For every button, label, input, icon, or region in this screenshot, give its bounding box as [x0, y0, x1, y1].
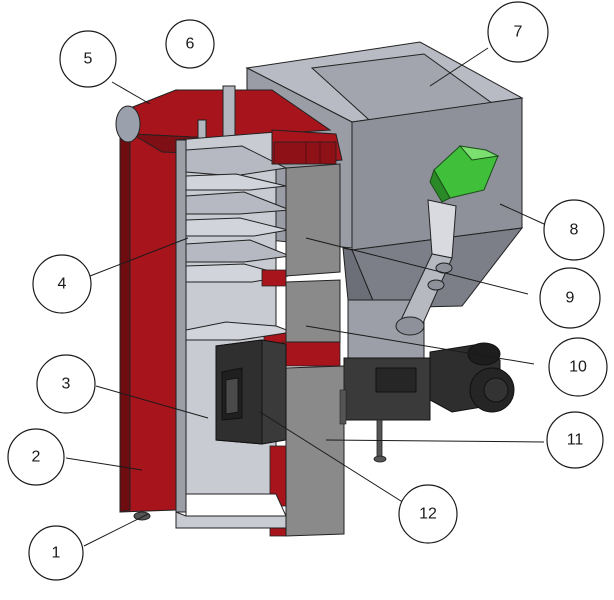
callout-circle	[539, 267, 601, 329]
callout-number: 9	[566, 290, 575, 307]
callout-number: 6	[186, 36, 195, 53]
base-foot	[133, 511, 151, 521]
leader-lines	[65, 47, 545, 547]
callout-number: 12	[419, 506, 437, 523]
callout-12: 12	[398, 484, 458, 544]
callout-10: 10	[548, 337, 608, 397]
callout-circle	[548, 337, 608, 397]
callout-1: 1	[28, 525, 84, 581]
callout-6: 6	[165, 19, 215, 69]
callout-11: 11	[546, 411, 604, 469]
upper-door	[285, 163, 341, 277]
callout-number: 2	[32, 449, 41, 466]
callout-number: 8	[570, 222, 579, 239]
callout-number: 10	[569, 359, 587, 376]
heat-exchanger-baffles	[185, 145, 292, 283]
pellet-feeder	[395, 145, 500, 336]
callout-number: 5	[84, 51, 93, 68]
callout-circle	[32, 254, 92, 314]
callout-circle	[7, 428, 65, 486]
callout-circle	[28, 525, 84, 581]
callout-number: 3	[62, 376, 71, 393]
callout-3: 3	[36, 354, 96, 414]
callout-7: 7	[487, 1, 549, 63]
callout-8: 8	[543, 199, 605, 261]
callout-number: 1	[52, 545, 61, 562]
callout-circle	[546, 411, 604, 469]
middle-door	[285, 279, 341, 343]
callout-circle	[543, 199, 605, 261]
callout-2: 2	[7, 428, 65, 486]
callout-circle	[165, 19, 215, 69]
callout-5: 5	[59, 30, 117, 88]
callout-circle	[487, 1, 549, 63]
lower-door	[285, 365, 345, 537]
rear-fitting	[115, 105, 141, 143]
callout-4: 4	[32, 254, 92, 314]
boiler-body	[115, 85, 347, 537]
callout-circle	[59, 30, 117, 88]
callout-number: 7	[514, 24, 523, 41]
callout-circle	[36, 354, 96, 414]
callout-circle	[398, 484, 458, 544]
callout-number: 4	[58, 276, 67, 293]
callout-number: 11	[567, 432, 584, 449]
callout-9: 9	[539, 267, 601, 329]
burner-assembly	[343, 342, 515, 463]
